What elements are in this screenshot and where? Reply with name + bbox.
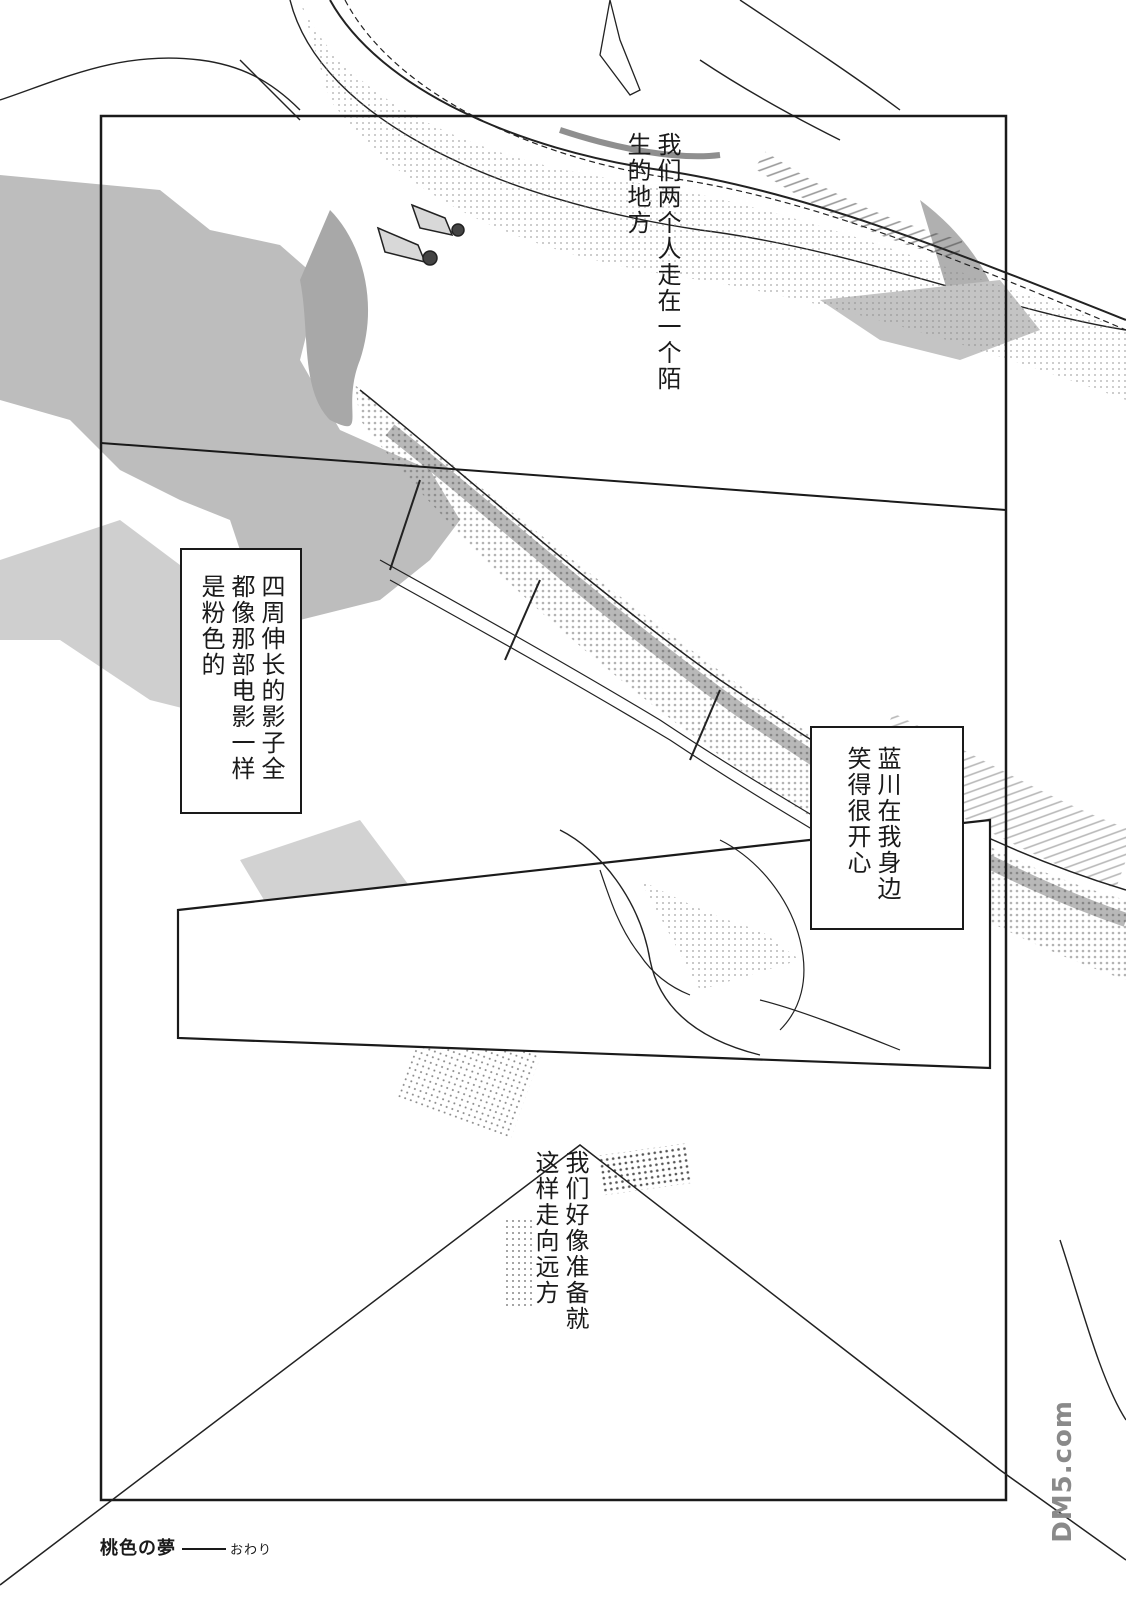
face-panel <box>176 818 992 1070</box>
tone-patch-3 <box>505 1220 535 1310</box>
aerial-town-arc <box>300 0 1126 400</box>
end-marker: おわり <box>230 1543 273 1558</box>
main-panel-border <box>99 114 1008 1502</box>
caption-box-right: 蓝川在我身边笑得很开心 <box>810 726 964 930</box>
perspective-lines <box>0 1144 1126 1586</box>
story-title: 桃色の夢 <box>100 1538 176 1559</box>
caption-right-text: 蓝川在我身边笑得很开心 <box>843 746 901 902</box>
tone-patch-1 <box>597 1143 693 1196</box>
caption-left-text: 四周伸长的影子全都像那部电影一样是粉色的 <box>197 574 285 782</box>
caption-box-left: 四周伸长的影子全都像那部电影一样是粉色的 <box>180 548 302 814</box>
site-watermark: DM5.com <box>1048 1400 1078 1543</box>
title-dash <box>182 1548 226 1550</box>
bird-sketch <box>599 0 641 96</box>
caption-top: 我们两个人走在一个陌生的地方 <box>623 132 681 392</box>
footer-end-title: 桃色の夢 おわり <box>100 1534 272 1560</box>
caption-bottom: 我们好像准备就这样走向远方 <box>531 1150 589 1332</box>
two-small-figures <box>376 203 465 266</box>
panel-divider <box>100 442 1007 511</box>
